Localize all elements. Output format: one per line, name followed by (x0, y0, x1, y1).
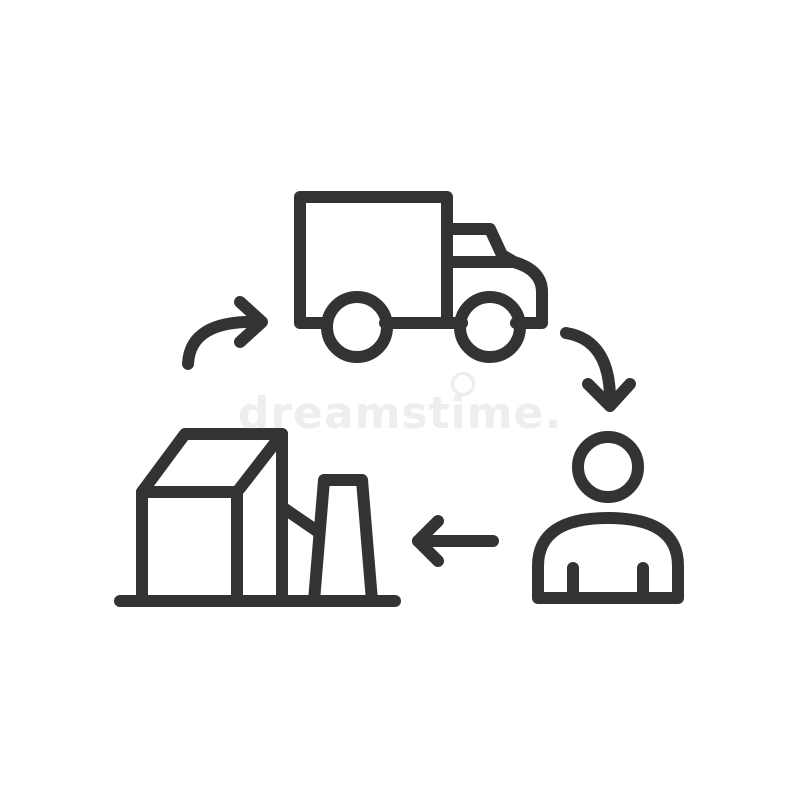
arrow-curved-down-right-icon (560, 327, 636, 412)
person-head (572, 431, 644, 503)
arrow-curved-up-right-icon (182, 296, 268, 370)
factory-icon (114, 428, 401, 607)
person-icon (532, 431, 684, 604)
truck-front-wheel (454, 291, 526, 363)
truck-rear-wheel (321, 291, 393, 363)
factory-box-top (136, 428, 288, 498)
delivery-truck-icon (294, 191, 548, 363)
person-body (532, 512, 684, 604)
watermark-logo-icon (451, 372, 475, 396)
factory-box-front (136, 486, 243, 607)
arrow-left-icon (412, 515, 499, 567)
factory-chimney (308, 474, 378, 607)
factory-connector (276, 501, 323, 537)
